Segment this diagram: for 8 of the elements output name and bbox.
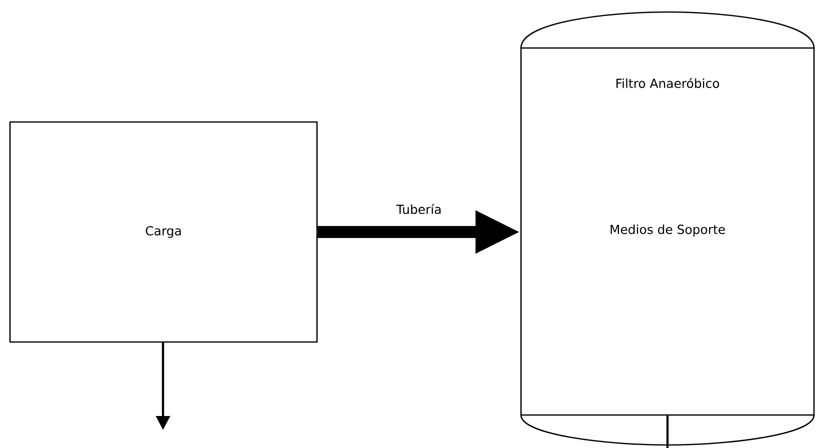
process-box — [9, 121, 318, 343]
node-text: Carga — [146, 226, 181, 238]
node-text: Filtro Anaeróbico Medios de Soporte — [610, 78, 725, 237]
pipe-line — [666, 416, 669, 448]
node-label: Medios de Soporte — [610, 224, 725, 237]
tank-drawing — [520, 11, 815, 446]
edge-label: Tubería — [395, 202, 443, 216]
node-label: Filtro Anaeróbico — [616, 78, 720, 88]
